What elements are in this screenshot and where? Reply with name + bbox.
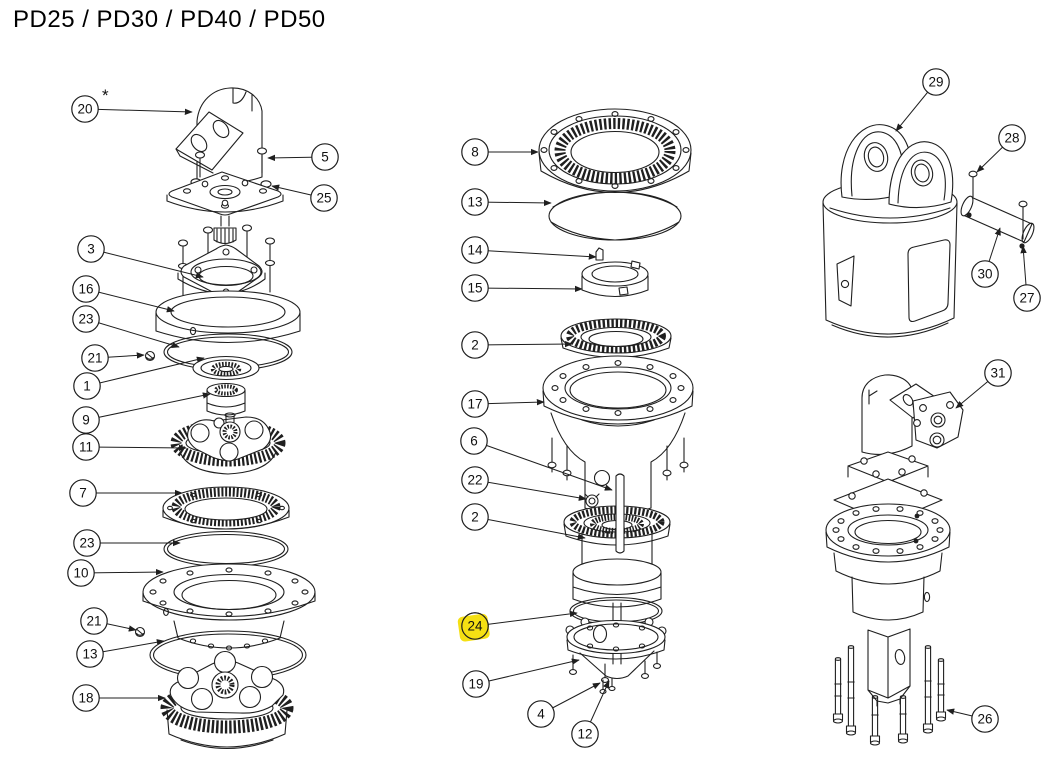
callout-number: 25 [316,191,331,206]
callout-13[interactable]: 13 [461,188,552,216]
callout-27[interactable]: 27 [1013,245,1041,312]
callout-29[interactable]: 29 [895,68,950,132]
callout-number: 18 [78,691,93,706]
callout-21[interactable]: 21 [80,607,137,635]
callout-23[interactable]: 23 [72,305,180,348]
callout-7[interactable]: 7 [69,479,183,507]
callout-number: 5 [321,150,329,165]
callout-number: 27 [1019,291,1034,306]
callout-number: 22 [467,473,482,488]
callout-number: 3 [87,242,95,257]
callout-10[interactable]: 10 [67,559,164,587]
callout-18[interactable]: 18 [72,684,166,712]
callout-8[interactable]: 8 [461,138,539,166]
callout-number: 15 [467,281,482,296]
right-assembly-art [822,124,1035,746]
callout-11[interactable]: 11 [72,433,187,461]
callout-number: 13 [467,195,482,210]
callout-1[interactable]: 1 [73,356,205,400]
callout-number: 19 [468,677,483,692]
callout-number: 6 [470,434,478,449]
callout-number: 24 [467,619,483,634]
callout-number: 2 [471,338,479,353]
callout-number: 30 [977,267,992,282]
callout-3[interactable]: 3 [77,235,204,279]
callout-25[interactable]: 25 [271,184,338,212]
callout-4[interactable]: 4 [527,682,601,728]
callout-2[interactable]: 2 [461,331,573,359]
callout-number: 21 [87,351,102,366]
callout-number: 8 [471,145,479,160]
callout-number: 7 [79,486,87,501]
callout-number: 2 [471,510,479,525]
callout-5[interactable]: 5 [267,143,339,171]
callout-number: 23 [79,536,94,551]
callout-number: 10 [73,566,88,581]
callout-12[interactable]: 12 [571,680,610,748]
callout-19[interactable]: 19 [462,658,580,698]
middle-assembly-art [538,108,694,695]
callout-balloons: 20*5253162321191172310211318813141521762… [67,68,1041,748]
callout-number: 29 [928,75,943,90]
callout-20[interactable]: 20 * [71,86,193,123]
callout-number: 11 [79,440,93,455]
callout-26[interactable]: 26 [946,705,999,733]
callout-number: 4 [537,707,545,722]
callout-number: 23 [78,312,93,327]
callout-number: 26 [977,712,992,727]
callout-number: 1 [83,379,91,394]
mounting-bolts [832,645,947,746]
callout-22[interactable]: 22 [461,466,587,501]
left-assembly-art [134,87,316,750]
callout-23[interactable]: 23 [73,529,181,557]
callout-asterisk: * [102,86,109,105]
callout-9[interactable]: 9 [72,392,211,434]
callout-number: 12 [577,727,592,742]
callout-2[interactable]: 2 [461,503,586,540]
callout-21[interactable]: 21 [81,344,145,372]
callout-14[interactable]: 14 [461,236,597,264]
callout-number: 14 [467,243,483,258]
callout-15[interactable]: 15 [461,274,583,302]
callout-24[interactable]: 24 [457,610,578,642]
callout-30[interactable]: 30 [971,227,1001,288]
callout-number: 20 [77,102,92,117]
callout-16[interactable]: 16 [72,275,175,313]
callout-number: 13 [82,647,97,662]
callout-number: 16 [78,282,93,297]
callout-number: 17 [467,397,482,412]
callout-number: 21 [86,614,101,629]
callout-28[interactable]: 28 [976,124,1026,173]
callout-number: 28 [1004,131,1019,146]
callout-17[interactable]: 17 [461,390,545,418]
callout-6[interactable]: 6 [460,427,613,491]
callout-31[interactable]: 31 [955,359,1012,409]
page-title: PD25 / PD30 / PD40 / PD50 [13,6,326,33]
callout-13[interactable]: 13 [76,639,165,668]
callout-number: 9 [82,413,90,428]
callout-number: 31 [990,366,1005,381]
